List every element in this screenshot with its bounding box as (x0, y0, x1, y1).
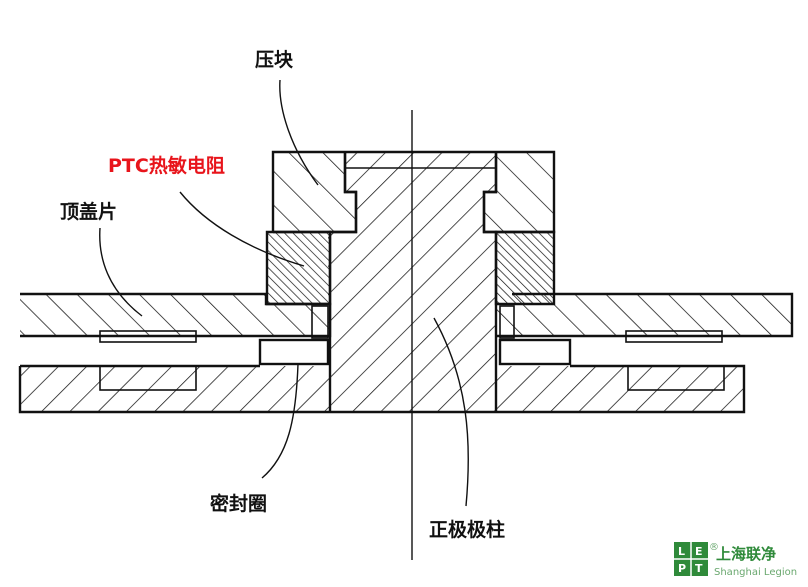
label-top-cover: 顶盖片 (60, 200, 117, 223)
logo-letter-p: P (678, 562, 686, 575)
logo-registered: ® (709, 542, 719, 553)
logo-letter-e: E (695, 545, 703, 558)
logo-letter-l: L (678, 545, 685, 558)
positive-terminal-post (328, 152, 500, 412)
logo-letter-t: T (695, 562, 703, 575)
cover-slot-right (625, 330, 723, 343)
label-seal-ring: 密封圈 (210, 492, 267, 515)
logo-name-en: Shanghai Legion (714, 567, 797, 578)
logo-name-cn: 上海联净 (716, 545, 776, 563)
legion-logo: L E P T ® 上海联净 Shanghai Legion (674, 542, 797, 578)
top-cover-plate (20, 292, 794, 343)
label-ptc-thermistor: PTC热敏电阻 (108, 154, 225, 177)
cover-slot-left (99, 330, 197, 343)
label-positive-pole: 正极极柱 (429, 518, 505, 541)
lower-slot-right (627, 365, 725, 391)
lower-plate (18, 364, 746, 414)
lower-slot-left (99, 365, 197, 391)
leader-lines (99, 79, 469, 507)
label-press-block: 压块 (255, 49, 294, 71)
